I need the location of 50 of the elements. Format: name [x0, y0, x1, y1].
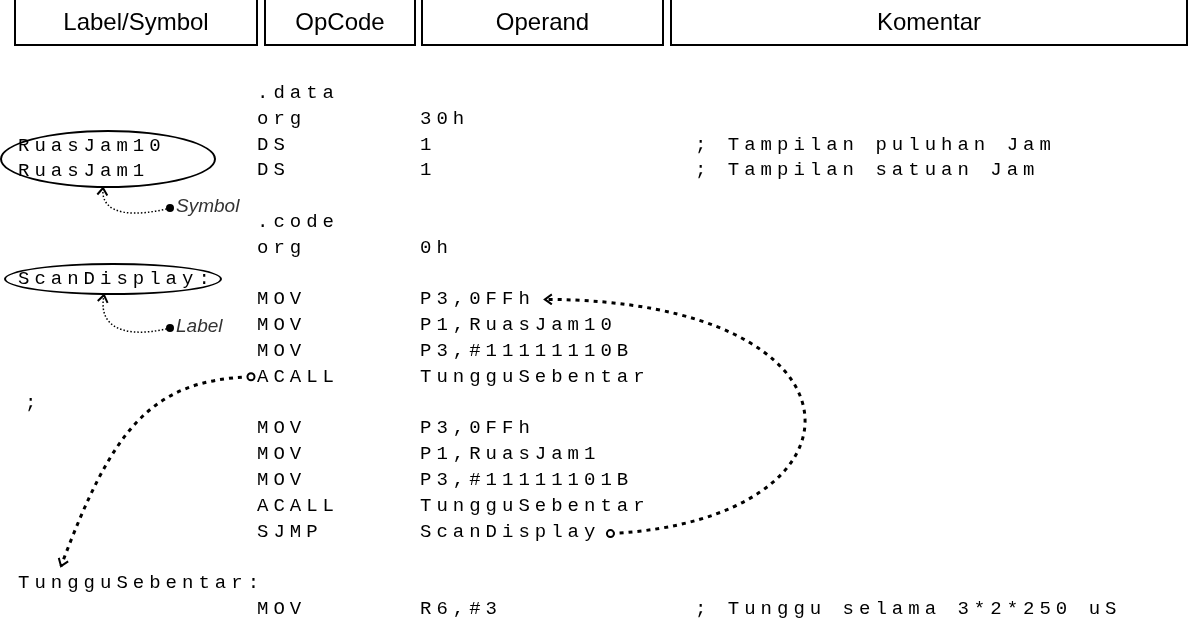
operand-text: P3,0FFh [420, 286, 535, 313]
annotation-text: Label [176, 315, 223, 337]
leader-line [97, 187, 174, 214]
operand-text: ScanDisplay [420, 518, 601, 545]
column-header: Komentar [670, 0, 1188, 46]
opcode-text: MOV [257, 468, 307, 493]
symbol-text: RuasJam10 [18, 134, 167, 159]
symbol-text: ScanDisplay: [18, 266, 216, 292]
operand-text: TungguSebentar [420, 364, 650, 390]
symbol-ellipse [0, 130, 216, 188]
symbol-text: RuasJam1 [18, 159, 151, 184]
label-text: TungguSebentar: [18, 570, 265, 597]
column-header: Label/Symbol [14, 0, 258, 46]
operand-text: 30h [420, 106, 470, 132]
opcode-text: .data [257, 81, 339, 106]
opcode-text: MOV [257, 313, 307, 339]
dotted-arrow [543, 293, 806, 539]
opcode-text: DS [257, 132, 290, 158]
opcode-text: MOV [257, 597, 307, 622]
operand-text: TungguSebentar [420, 493, 650, 519]
opcode-text: MOV [257, 339, 307, 364]
comment-text: ; Tampilan satuan Jam [695, 158, 1040, 184]
comment-text: ; Tunggu selama 3*2*250 uS [695, 597, 1122, 622]
operand-text: 1 [420, 158, 437, 184]
opcode-text: .code [257, 210, 339, 235]
leader-line [97, 294, 174, 333]
operand-text: 0h [420, 235, 453, 261]
opcode-text: MOV [257, 287, 307, 313]
annotation-text: Symbol [176, 195, 240, 217]
opcode-text: SJMP [257, 519, 323, 545]
operand-text: P1,RuasJam10 [420, 313, 617, 339]
opcode-text: org [257, 106, 307, 132]
label-ellipse [4, 263, 222, 295]
opcode-text: MOV [257, 442, 307, 468]
comment-text: ; [25, 390, 42, 416]
operand-text: 1 [420, 132, 437, 158]
opcode-text: DS [257, 158, 290, 184]
opcode-text: ACALL [257, 493, 339, 519]
column-header: Operand [421, 0, 664, 46]
dotted-arrow [57, 372, 256, 568]
comment-text: ; Tampilan puluhan Jam [695, 132, 1056, 158]
operand-text: P1,RuasJam1 [420, 442, 601, 468]
operand-text: P3,#11111101B [420, 468, 634, 493]
column-header: OpCode [264, 0, 416, 46]
opcode-text: org [257, 235, 307, 261]
opcode-text: MOV [257, 416, 307, 442]
operand-text: P3,#11111110B [420, 339, 634, 364]
opcode-text: ACALL [257, 363, 339, 390]
operand-text: P3,0FFh [420, 416, 535, 442]
operand-text: R6,#3 [420, 597, 502, 622]
